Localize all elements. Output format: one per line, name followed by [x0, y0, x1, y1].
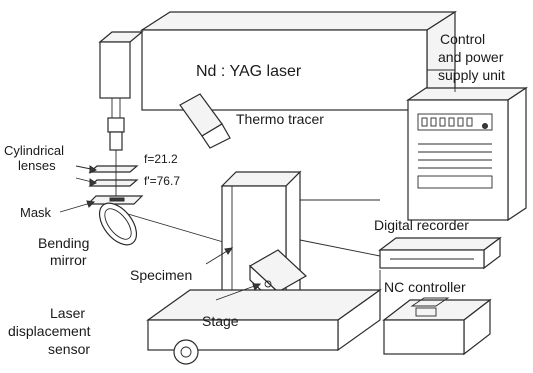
nc-controller [384, 298, 490, 354]
specimen-label: Specimen [130, 267, 192, 283]
bending-mirror-label-line1: Bending [38, 235, 89, 251]
bending-mirror [92, 196, 230, 251]
focal-length-2-label: f'=76.7 [144, 174, 180, 188]
mask-label: Mask [20, 205, 52, 220]
laser-displacement-sensor-label-line3: sensor [48, 341, 90, 357]
stage-label: Stage [202, 313, 239, 329]
laser-label: Nd : YAG laser [196, 63, 302, 80]
control-label-line1: Control [440, 31, 485, 47]
stage-platform [148, 290, 380, 364]
control-power-supply-unit [408, 88, 526, 220]
control-label-line2: and power [438, 49, 504, 65]
digital-recorder [380, 238, 500, 268]
mask-plate [88, 196, 142, 204]
bending-mirror-label-line2: mirror [50, 252, 87, 268]
cylindrical-lenses-label-line1: Cylindrical [4, 143, 64, 158]
control-label-line3: supply unit [438, 67, 505, 83]
laser-displacement-sensor-label-line2: displacement [8, 323, 91, 339]
thermo-tracer-label: Thermo tracer [236, 111, 324, 127]
nc-controller-label: NC controller [384, 279, 466, 295]
focal-length-1-label: f=21.2 [144, 152, 178, 166]
laser-displacement-sensor-label-line1: Laser [50, 305, 85, 321]
laser-housing [142, 12, 455, 110]
cylindrical-lenses [90, 162, 137, 198]
laser-head [100, 32, 142, 162]
cylindrical-lenses-label-line2: lenses [18, 158, 56, 173]
digital-recorder-label: Digital recorder [374, 217, 469, 233]
